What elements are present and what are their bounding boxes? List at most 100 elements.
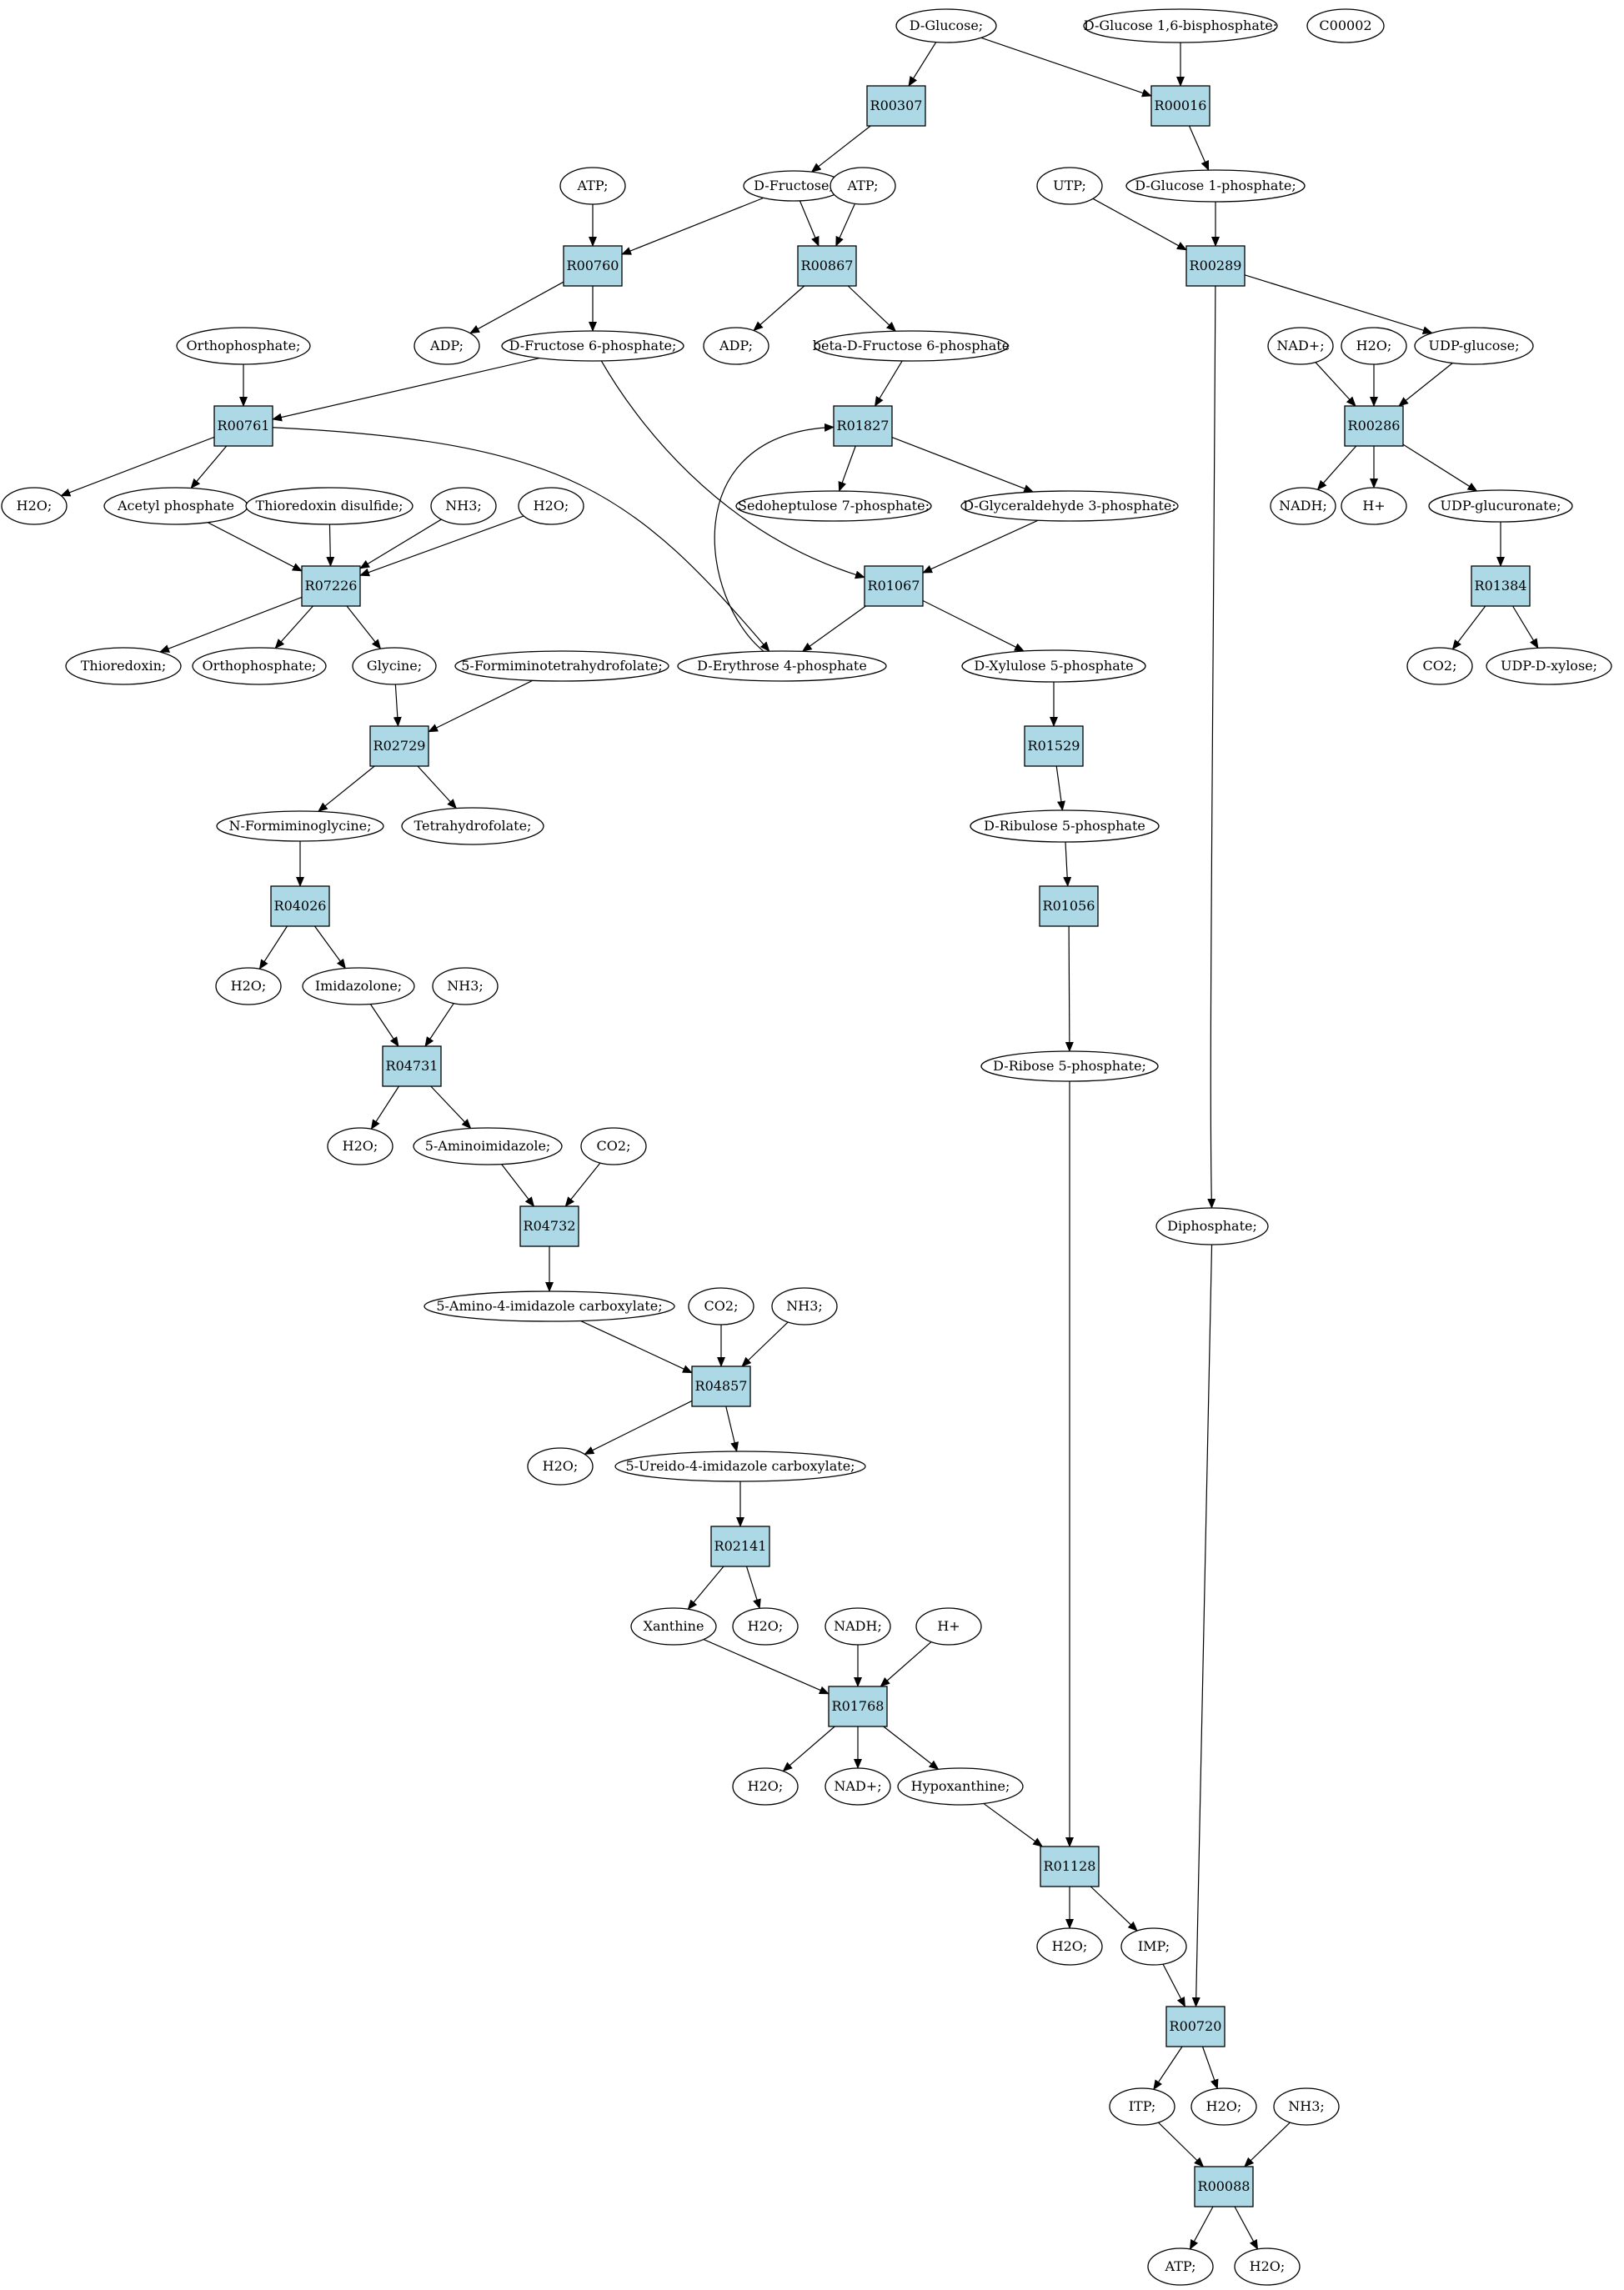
compound-node-c_h2o_udp[interactable]: H2O; — [1341, 327, 1407, 365]
compound-node-c_adp_1[interactable]: ADP; — [414, 327, 480, 365]
compound-node-c_acetylp[interactable]: Acetyl phosphate — [103, 487, 248, 525]
reaction-node-r00088[interactable]: R00088 — [1194, 2166, 1254, 2207]
compound-label: D-Glucose 1,6-bisphosphate; — [1084, 18, 1277, 33]
compound-node-c_glycine[interactable]: Glycine; — [352, 647, 437, 685]
compound-node-c_utp[interactable]: UTP; — [1036, 167, 1103, 205]
compound-node-c_h2o_2[interactable]: H2O; — [518, 487, 584, 525]
compound-node-c_r5p[interactable]: D-Ribose 5-phosphate; — [980, 1050, 1159, 1082]
compound-node-c_gap[interactable]: D-Glyceraldehyde 3-phosphate; — [960, 490, 1179, 522]
compound-node-c_5a4ic[interactable]: 5-Amino-4-imidazole carboxylate; — [424, 1290, 675, 1322]
reaction-node-r01827[interactable]: R01827 — [833, 405, 893, 447]
edge-r00760-to-c_adp_1 — [469, 281, 564, 334]
reaction-node-r04732[interactable]: R04732 — [519, 1205, 579, 1247]
compound-node-c_dglc16bp[interactable]: D-Glucose 1,6-bisphosphate; — [1083, 8, 1278, 43]
edge-c_hplus_2-to-r01768 — [880, 1641, 932, 1687]
compound-node-c_udpglucose[interactable]: UDP-glucose; — [1414, 327, 1534, 365]
compound-node-c_nformiminoglycine[interactable]: N-Formiminoglycine; — [216, 810, 384, 842]
compound-node-c_h2o_8[interactable]: H2O; — [1036, 1927, 1103, 1966]
reaction-node-r00286[interactable]: R00286 — [1344, 405, 1404, 447]
reaction-node-r07226[interactable]: R07226 — [301, 565, 361, 607]
compound-node-c_thioredoxin[interactable]: Thioredoxin; — [65, 647, 182, 685]
compound-node-c_dglc1p[interactable]: D-Glucose 1-phosphate; — [1125, 169, 1306, 203]
compound-node-c_h2o_1[interactable]: H2O; — [1, 487, 68, 525]
compound-node-c_hplus_1[interactable]: H+ — [1341, 487, 1407, 525]
compound-node-c_ru5p[interactable]: D-Ribulose 5-phosphate — [970, 809, 1160, 843]
compound-node-c_co2_3[interactable]: CO2; — [688, 1287, 754, 1325]
compound-node-c_atp_3[interactable]: ATP; — [1147, 2247, 1214, 2286]
compound-node-c_diphosphate[interactable]: Diphosphate; — [1155, 1207, 1269, 1245]
compound-node-c_thioredoxin_disulfide[interactable]: Thioredoxin disulfide; — [245, 487, 414, 525]
compound-node-c_nadplus_2[interactable]: NAD+; — [825, 1767, 891, 1806]
reaction-node-r01384[interactable]: R01384 — [1471, 565, 1531, 607]
reaction-node-r00867[interactable]: R00867 — [797, 245, 857, 287]
reaction-node-r01067[interactable]: R01067 — [864, 565, 924, 607]
compound-node-c_orthophosphate_2[interactable]: Orthophosphate; — [192, 647, 327, 685]
reaction-node-r02729[interactable]: R02729 — [369, 725, 429, 767]
compound-node-c_nh3_1[interactable]: NH3; — [430, 487, 497, 525]
compound-node-c_co2_1[interactable]: CO2; — [1406, 647, 1473, 685]
compound-node-c_nadh_1[interactable]: NADH; — [1270, 487, 1336, 525]
compound-node-c_h2o_10[interactable]: H2O; — [1234, 2247, 1301, 2286]
compound-node-c_h2o_5[interactable]: H2O; — [527, 1447, 594, 1486]
compound-node-c_dfru6p[interactable]: D-Fructose 6-phosphate; — [501, 330, 684, 362]
compound-node-c_xanthine[interactable]: Xanthine — [630, 1607, 717, 1646]
compound-node-c_h2o_3[interactable]: H2O; — [215, 967, 282, 1005]
compound-node-c_h2o_4[interactable]: H2O; — [327, 1127, 393, 1165]
compound-node-c_atp_1[interactable]: ATP; — [559, 167, 626, 205]
reaction-node-r04857[interactable]: R04857 — [691, 1365, 751, 1407]
compound-node-c_orthophosphate_1[interactable]: Orthophosphate; — [176, 327, 311, 365]
reaction-node-r02141[interactable]: R02141 — [710, 1526, 770, 1567]
edge-c_acetylp-to-r07226 — [207, 522, 303, 572]
compound-node-c_udpglucuronate[interactable]: UDP-glucuronate; — [1428, 489, 1573, 523]
compound-ellipse — [302, 967, 415, 1005]
compound-node-c_5aminoimidazole[interactable]: 5-Aminoimidazole; — [413, 1127, 563, 1165]
compound-node-c_h2o_6[interactable]: H2O; — [732, 1607, 799, 1646]
compound-node-c_h2o_9[interactable]: H2O; — [1190, 2087, 1257, 2126]
compound-node-c_sedo7p[interactable]: Sedoheptulose 7-phosphate; — [735, 490, 932, 522]
compound-node-c_nadh_2[interactable]: NADH; — [825, 1607, 891, 1646]
compound-node-c_nh3_4[interactable]: NH3; — [1273, 2087, 1340, 2126]
reaction-node-r00289[interactable]: R00289 — [1185, 245, 1246, 287]
reaction-node-r04026[interactable]: R04026 — [270, 885, 330, 927]
compound-node-c_e4p[interactable]: D-Erythrose 4-phosphate — [677, 650, 887, 682]
compound-node-c_nadplus_1[interactable]: NAD+; — [1267, 327, 1334, 365]
compound-node-c_hplus_2[interactable]: H+ — [915, 1607, 982, 1646]
compound-node-c_itp[interactable]: ITP; — [1109, 2087, 1175, 2126]
reaction-node-r00720[interactable]: R00720 — [1165, 2006, 1226, 2047]
edge-r04026-to-c_imidazolone — [314, 925, 346, 970]
compound-node-c_nh3_2[interactable]: NH3; — [432, 967, 499, 1005]
compound-node-c_imp[interactable]: IMP; — [1120, 1927, 1187, 1966]
reaction-label: R01529 — [1028, 738, 1080, 754]
compound-label: UDP-D-xylose; — [1501, 658, 1597, 674]
reaction-node-r01056[interactable]: R01056 — [1039, 885, 1099, 927]
reaction-node-r00760[interactable]: R00760 — [563, 245, 623, 287]
compound-ellipse — [1306, 8, 1385, 43]
compound-node-c_5fthf[interactable]: 5-Formiminotetrahydrofolate; — [454, 650, 669, 682]
compound-label: H2O; — [231, 978, 267, 994]
compound-node-c_co2_2[interactable]: CO2; — [580, 1127, 647, 1165]
compound-node-c_nh3_3[interactable]: NH3; — [771, 1287, 838, 1325]
compound-node-c_5u4ic[interactable]: 5-Ureido-4-imidazole carboxylate; — [614, 1451, 866, 1482]
reaction-node-r01128[interactable]: R01128 — [1040, 1846, 1100, 1887]
compound-ellipse — [1109, 2087, 1175, 2126]
compound-node-c_udpxylose[interactable]: UDP-D-xylose; — [1486, 647, 1612, 685]
reaction-node-r01529[interactable]: R01529 — [1024, 725, 1084, 767]
compound-node-c_hypoxanthine[interactable]: Hypoxanthine; — [897, 1767, 1024, 1806]
compound-node-c_h2o_7[interactable]: H2O; — [732, 1767, 799, 1806]
compound-label: NAD+; — [1276, 338, 1324, 353]
compound-node-c_dglucose[interactable]: D-Glucose; — [895, 8, 997, 43]
compound-node-c_atp_2[interactable]: ATP; — [830, 167, 896, 205]
compound-node-c_xu5p[interactable]: D-Xylulose 5-phosphate — [961, 649, 1146, 683]
compound-node-c_imidazolone[interactable]: Imidazolone; — [302, 967, 415, 1005]
compound-node-c_adp_2[interactable]: ADP; — [703, 327, 769, 365]
compound-node-c_bdfru6p[interactable]: beta-D-Fructose 6-phosphate — [813, 330, 1010, 362]
compound-node-c_thf[interactable]: Tetrahydrofolate; — [401, 807, 544, 845]
reaction-box — [710, 1526, 770, 1567]
compound-node-c_c00002[interactable]: C00002 — [1306, 8, 1385, 43]
reaction-node-r00016[interactable]: R00016 — [1150, 85, 1210, 127]
reaction-node-r04731[interactable]: R04731 — [382, 1045, 442, 1087]
reaction-node-r01768[interactable]: R01768 — [828, 1686, 888, 1727]
reaction-node-r00761[interactable]: R00761 — [213, 405, 273, 447]
reaction-node-r00307[interactable]: R00307 — [866, 85, 926, 127]
compound-node-c_dfructose[interactable]: D-Fructose; — [743, 170, 845, 202]
